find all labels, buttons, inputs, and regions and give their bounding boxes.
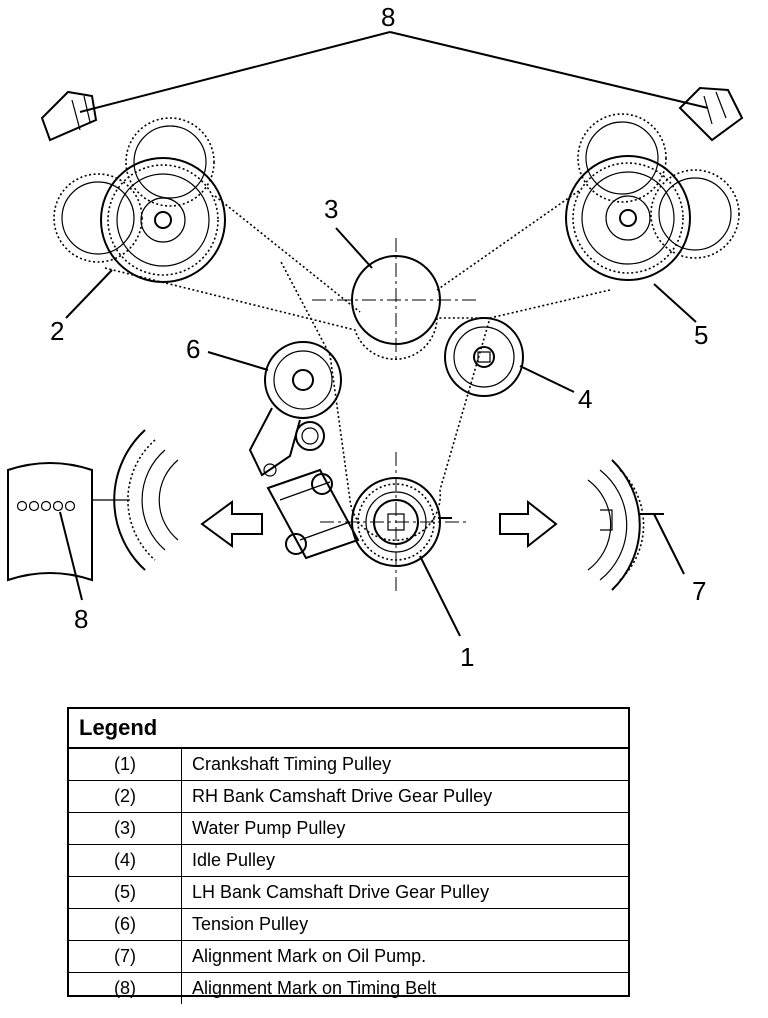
arrow-right bbox=[499, 499, 558, 549]
callout-8-left: 8 bbox=[74, 604, 88, 634]
callout-8-top-leader bbox=[79, 31, 709, 113]
legend-table: Legend (1) Crankshaft Timing Pulley (2) … bbox=[67, 707, 630, 1004]
legend-row-number: (8) bbox=[69, 972, 182, 1004]
callout-4: 4 bbox=[578, 384, 592, 414]
legend-row-number: (6) bbox=[69, 908, 182, 941]
lh-camshaft-gear-pulley bbox=[565, 113, 740, 281]
legend-row-label: LH Bank Camshaft Drive Gear Pulley bbox=[181, 876, 628, 909]
callout-4-leader bbox=[519, 365, 575, 393]
belt-mark-right bbox=[678, 86, 744, 142]
callout-2: 2 bbox=[50, 316, 64, 346]
callout-6-leader bbox=[207, 351, 269, 371]
crankshaft-timing-pulley bbox=[320, 452, 470, 592]
callout-3-leader bbox=[335, 227, 373, 269]
callout-7-leader bbox=[653, 513, 685, 575]
timing-belt-diagram: 8 bbox=[7, 2, 744, 672]
rh-camshaft-gear-pulley bbox=[53, 117, 226, 283]
callout-1-leader bbox=[419, 555, 461, 637]
legend-row-label: Alignment Mark on Oil Pump. bbox=[181, 940, 628, 973]
callout-3: 3 bbox=[324, 194, 338, 224]
callout-8-top: 8 bbox=[381, 2, 395, 32]
legend-row: (8) Alignment Mark on Timing Belt bbox=[69, 972, 628, 1004]
legend-row-label: Idle Pulley bbox=[181, 844, 628, 877]
tensioner-assembly bbox=[248, 407, 360, 560]
legend-row-number: (5) bbox=[69, 876, 182, 909]
belt-mark-left bbox=[40, 90, 98, 142]
water-pump-pulley bbox=[312, 238, 480, 362]
callout-1: 1 bbox=[460, 642, 474, 672]
legend-row: (7) Alignment Mark on Oil Pump. bbox=[69, 940, 628, 973]
legend-row: (5) LH Bank Camshaft Drive Gear Pulley bbox=[69, 876, 628, 909]
legend-row: (1) Crankshaft Timing Pulley bbox=[69, 747, 628, 781]
legend-title: Legend bbox=[69, 709, 628, 749]
arrow-left bbox=[200, 500, 263, 548]
legend-row: (4) Idle Pulley bbox=[69, 844, 628, 877]
legend-row-number: (7) bbox=[69, 940, 182, 973]
callout-2-leader bbox=[65, 269, 113, 319]
idle-pulley bbox=[444, 317, 524, 397]
callout-8-left-leader bbox=[59, 511, 83, 601]
callout-5-leader bbox=[653, 283, 697, 323]
timing-belt bbox=[104, 189, 611, 542]
tension-pulley bbox=[264, 341, 342, 419]
legend-row: (6) Tension Pulley bbox=[69, 908, 628, 941]
legend-row-number: (3) bbox=[69, 812, 182, 845]
legend-row-label: Water Pump Pulley bbox=[181, 812, 628, 845]
legend-row: (3) Water Pump Pulley bbox=[69, 812, 628, 845]
legend-row-label: Alignment Mark on Timing Belt bbox=[181, 972, 628, 1004]
callout-6: 6 bbox=[186, 334, 200, 364]
belt-alignment-detail bbox=[7, 429, 179, 582]
callout-5: 5 bbox=[694, 320, 708, 350]
legend-row-number: (2) bbox=[69, 780, 182, 813]
legend-row-label: Crankshaft Timing Pulley bbox=[181, 747, 628, 781]
legend-row: (2) RH Bank Camshaft Drive Gear Pulley bbox=[69, 780, 628, 813]
oil-pump-alignment-detail bbox=[587, 459, 664, 591]
legend-row-label: RH Bank Camshaft Drive Gear Pulley bbox=[181, 780, 628, 813]
legend-row-number: (4) bbox=[69, 844, 182, 877]
callout-7: 7 bbox=[692, 576, 706, 606]
legend-row-number: (1) bbox=[69, 747, 182, 781]
legend-row-label: Tension Pulley bbox=[181, 908, 628, 941]
